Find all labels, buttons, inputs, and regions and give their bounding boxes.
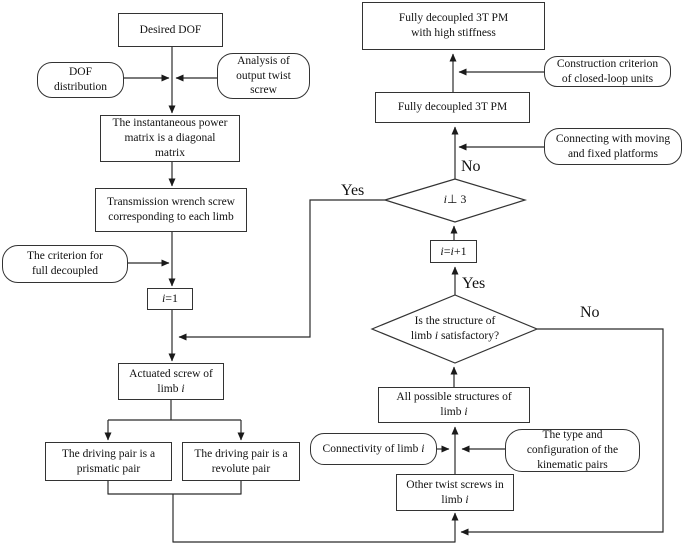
node-desired-dof: Desired DOF [118, 13, 223, 47]
node-fully-decoupled-3t-pm: Fully decoupled 3T PM [375, 92, 530, 123]
node-connectivity-of-limb-i: Connectivity of limb i [310, 433, 437, 465]
edge-label-yes-loop: Yes [341, 182, 365, 199]
node-i-equals-i-plus-1: i=i+1 [430, 240, 477, 263]
decision-diamond-i-vs-3 [382, 178, 528, 223]
edge-yes-loop [178, 199, 385, 341]
edge-label-no-top: No [461, 158, 481, 175]
edge-label-yes-mid: Yes [462, 275, 486, 292]
edge-label-no-right: No [580, 304, 600, 321]
edge-no-return [460, 328, 664, 536]
decision-diamond-structure-satisfactory [370, 294, 539, 364]
decision-label-i-vs-3: i⊥ 3 [443, 192, 467, 207]
node-i-equals-1: i=1 [147, 288, 193, 310]
